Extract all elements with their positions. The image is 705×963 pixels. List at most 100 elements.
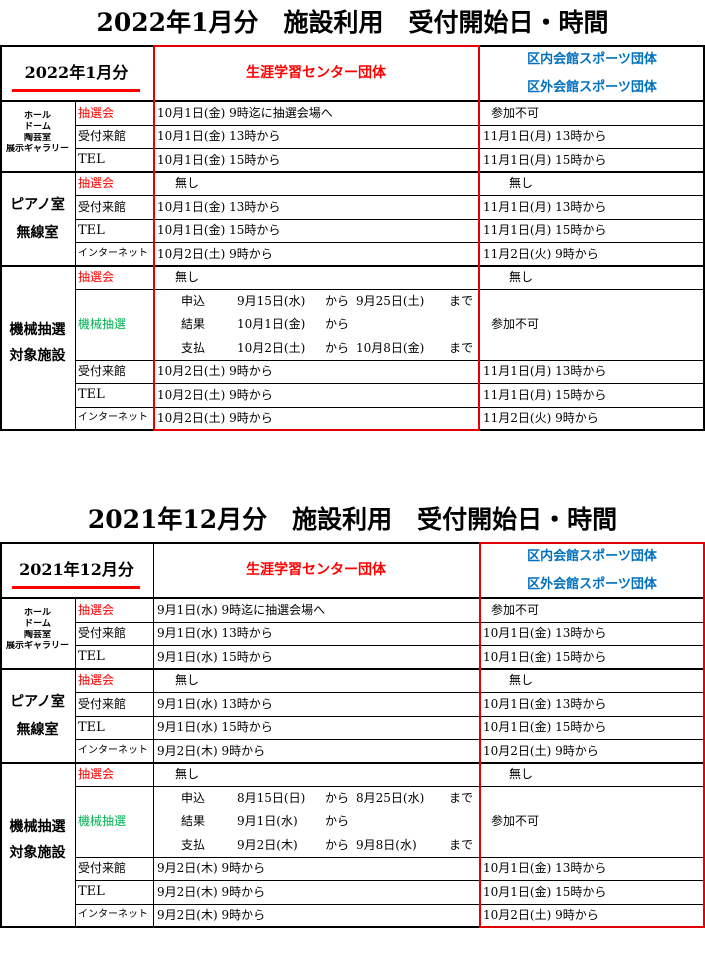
header-right-2: 区外会館スポーツ団体: [527, 576, 657, 592]
machine-kara: から: [325, 293, 350, 308]
row-type: TEL: [78, 152, 105, 168]
machine-from: 8月15日(日): [237, 790, 306, 805]
machine-label: 結果: [181, 317, 206, 332]
row-right-value: 10月1日(金) 15時から: [483, 720, 607, 735]
col-divider-center: [153, 542, 154, 927]
row-right-value: 無し: [509, 176, 534, 191]
machine-label: 結果: [181, 814, 206, 829]
machine-kara: から: [325, 790, 350, 805]
facility-label: 機械抽選: [9, 321, 66, 338]
machine-to: 9月25日(土): [356, 293, 425, 308]
row-center-value: 9月1日(水) 15時から: [157, 720, 273, 735]
row-type: インターネット: [78, 412, 148, 424]
row-right-value: 11月1日(月) 15時から: [483, 152, 607, 167]
row-center-value: 10月1日(金) 13時から: [157, 199, 281, 214]
row-center-value: 10月1日(金) 15時から: [157, 152, 281, 167]
row-type: 機械抽選: [78, 814, 127, 829]
row-divider: [75, 195, 705, 196]
row-center-value: 10月1日(金) 13時から: [157, 129, 281, 144]
facility-label: 対象施設: [9, 347, 66, 364]
facility-label: 無線室: [16, 721, 59, 738]
row-type: 受付来館: [78, 129, 127, 144]
row-center-value: 無し: [175, 176, 200, 191]
row-right-value: 11月1日(月) 13時から: [483, 364, 607, 379]
row-divider: [75, 289, 705, 290]
row-center-value: 無し: [175, 270, 200, 285]
table-border-bottom: [0, 926, 705, 928]
machine-label: 支払: [181, 837, 206, 852]
row-center-value: 無し: [175, 767, 200, 782]
row-type: 抽選会: [78, 270, 115, 285]
header-right-1: 区内会館スポーツ団体: [527, 51, 657, 67]
row-center-value: 9月1日(水) 15時から: [157, 649, 273, 664]
row-type: 抽選会: [78, 673, 115, 688]
section-title: 2021年12月分 施設利用 受付開始日・時間: [87, 505, 618, 534]
facility-label: ドーム: [24, 619, 51, 629]
row-divider: [75, 786, 705, 787]
row-right-value: 参加不可: [491, 814, 540, 829]
month-label: 2021年12月分: [19, 560, 134, 579]
row-center-value: 10月2日(土) 9時から: [157, 364, 273, 379]
row-right-value: 参加不可: [491, 602, 540, 617]
row-type: TEL: [78, 649, 105, 665]
row-divider: [75, 406, 705, 408]
row-type: 機械抽選: [78, 317, 127, 332]
header-right-1: 区内会館スポーツ団体: [527, 548, 657, 564]
header-right-2: 区外会館スポーツ団体: [527, 79, 657, 95]
row-type: 受付来館: [78, 626, 127, 641]
facility-label: 陶芸室: [23, 630, 51, 640]
month-underline: [12, 89, 140, 92]
row-right-value: 10月1日(金) 13時から: [483, 626, 607, 641]
facility-label: ピアノ室: [10, 693, 65, 710]
row-right-value: 10月1日(金) 15時から: [483, 884, 607, 899]
machine-label: 申込: [181, 790, 206, 805]
machine-from: 9月2日(木): [237, 837, 298, 852]
machine-from: 10月2日(土): [237, 340, 306, 355]
machine-kara: から: [325, 814, 350, 829]
machine-kara: から: [325, 340, 350, 355]
facility-label: ピアノ室: [10, 196, 65, 213]
machine-made: まで: [449, 293, 474, 308]
row-center-value: 10月1日(金) 9時迄に抽選会場へ: [157, 105, 333, 120]
facility-label: 展示ギャラリー: [5, 641, 69, 651]
machine-to: 9月8日(水): [356, 837, 417, 852]
facility-label: ホール: [23, 111, 51, 121]
row-type: インターネット: [78, 909, 148, 921]
machine-made: まで: [449, 340, 474, 355]
header-divider: [0, 597, 705, 599]
facility-label: 無線室: [16, 224, 59, 241]
col-divider-right: [479, 542, 480, 927]
row-type: TEL: [78, 222, 105, 238]
row-type: 受付来館: [78, 861, 127, 876]
row-divider: [75, 148, 705, 149]
machine-label: 申込: [181, 293, 206, 308]
row-divider: [75, 359, 705, 361]
row-right-value: 11月2日(火) 9時から: [483, 246, 599, 261]
row-center-value: 9月2日(木) 9時から: [157, 743, 266, 758]
row-center-value: 9月1日(水) 9時迄に抽選会場へ: [157, 602, 326, 617]
row-right-value: 11月1日(月) 13時から: [483, 199, 607, 214]
facility-label: ドーム: [24, 122, 51, 132]
row-type: TEL: [78, 884, 105, 900]
row-right-value: 10月2日(土) 9時から: [483, 908, 599, 923]
row-type: 受付来館: [78, 696, 127, 711]
group-divider: [0, 170, 705, 173]
row-right-value: 無し: [509, 673, 534, 688]
row-right-value: 10月2日(土) 9時から: [483, 743, 599, 758]
row-type: 受付来館: [78, 199, 127, 214]
row-type: 抽選会: [78, 176, 115, 191]
row-divider: [75, 383, 705, 384]
row-type: 抽選会: [78, 767, 115, 782]
machine-label: 支払: [181, 340, 206, 355]
machine-from: 9月1日(水): [237, 814, 298, 829]
row-divider: [75, 645, 705, 646]
header-divider: [0, 100, 705, 102]
facility-label: ホール: [23, 608, 51, 618]
machine-from: 9月15日(水): [237, 293, 306, 308]
facility-label: 陶芸室: [23, 133, 51, 143]
row-right-value: 無し: [509, 767, 534, 782]
header-center: 生涯学習センター団体: [246, 562, 386, 578]
row-center-value: 9月2日(木) 9時から: [157, 884, 266, 899]
row-divider: [75, 692, 705, 693]
row-right-value: 11月2日(火) 9時から: [483, 411, 599, 426]
